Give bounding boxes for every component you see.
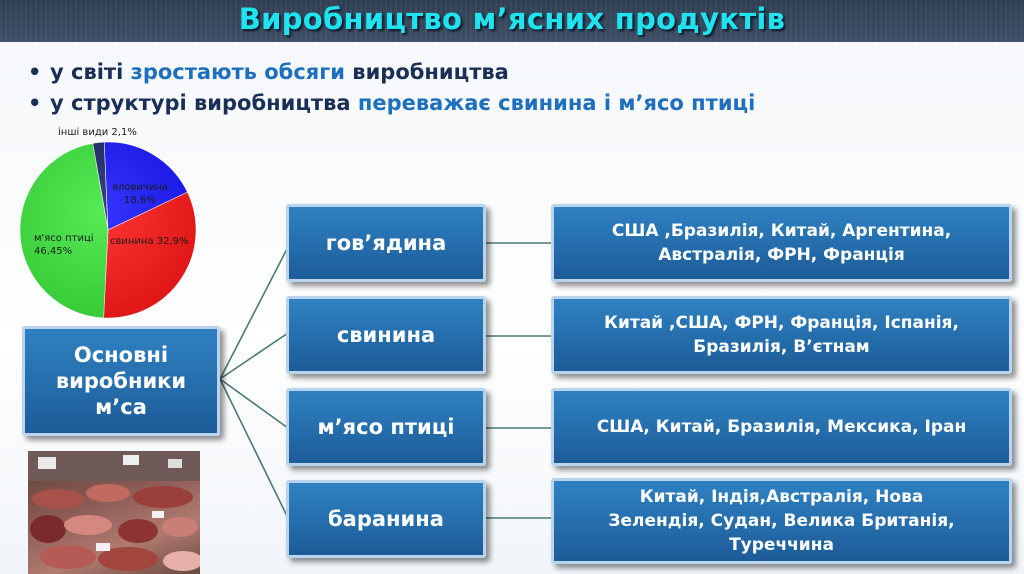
category-poultry: м’ясо птиці: [286, 388, 486, 466]
category-label: м’ясо птиці: [318, 415, 455, 439]
page-title: Виробництво м’ясних продуктів: [0, 2, 1024, 36]
category-label: баранина: [328, 507, 444, 531]
meat-counter-photo: [28, 451, 200, 574]
countries-line: США, Китай, Бразилія, Мексика, Іран: [597, 415, 966, 439]
category-beef: гов’ядина: [286, 204, 486, 282]
main-box-line: м’са: [56, 394, 186, 420]
countries-poultry: США, Китай, Бразилія, Мексика, Іран: [551, 388, 1012, 466]
countries-line: Китай ,США, ФРН, Франція, Іспанія,: [604, 311, 959, 335]
countries-line: Зелендія, Судан, Велика Британія,: [608, 509, 954, 533]
title-bar: Виробництво м’ясних продуктів: [0, 0, 1024, 42]
main-producers-box: Основні виробники м’са: [22, 326, 220, 436]
main-box-line: Основні: [56, 342, 186, 368]
main-box-line: виробники: [56, 368, 186, 394]
countries-line: Туреччина: [608, 533, 954, 557]
category-lamb: баранина: [286, 480, 486, 558]
category-label: свинина: [337, 323, 435, 347]
countries-beef: США ,Бразилія, Китай, Аргентина, Австрал…: [551, 204, 1012, 282]
countries-lamb: Китай, Індія,Австралія, Нова Зелендія, С…: [551, 478, 1012, 564]
countries-line: Бразилія, В’єтнам: [604, 335, 959, 359]
countries-line: США ,Бразилія, Китай, Аргентина,: [612, 219, 951, 243]
countries-pork: Китай ,США, ФРН, Франція, Іспанія, Брази…: [551, 296, 1012, 374]
countries-line: Австралія, ФРН, Франція: [612, 243, 951, 267]
category-label: гов’ядина: [326, 231, 447, 255]
category-pork: свинина: [286, 296, 486, 374]
meat-photo-illustration: [28, 451, 200, 574]
countries-line: Китай, Індія,Австралія, Нова: [608, 485, 954, 509]
